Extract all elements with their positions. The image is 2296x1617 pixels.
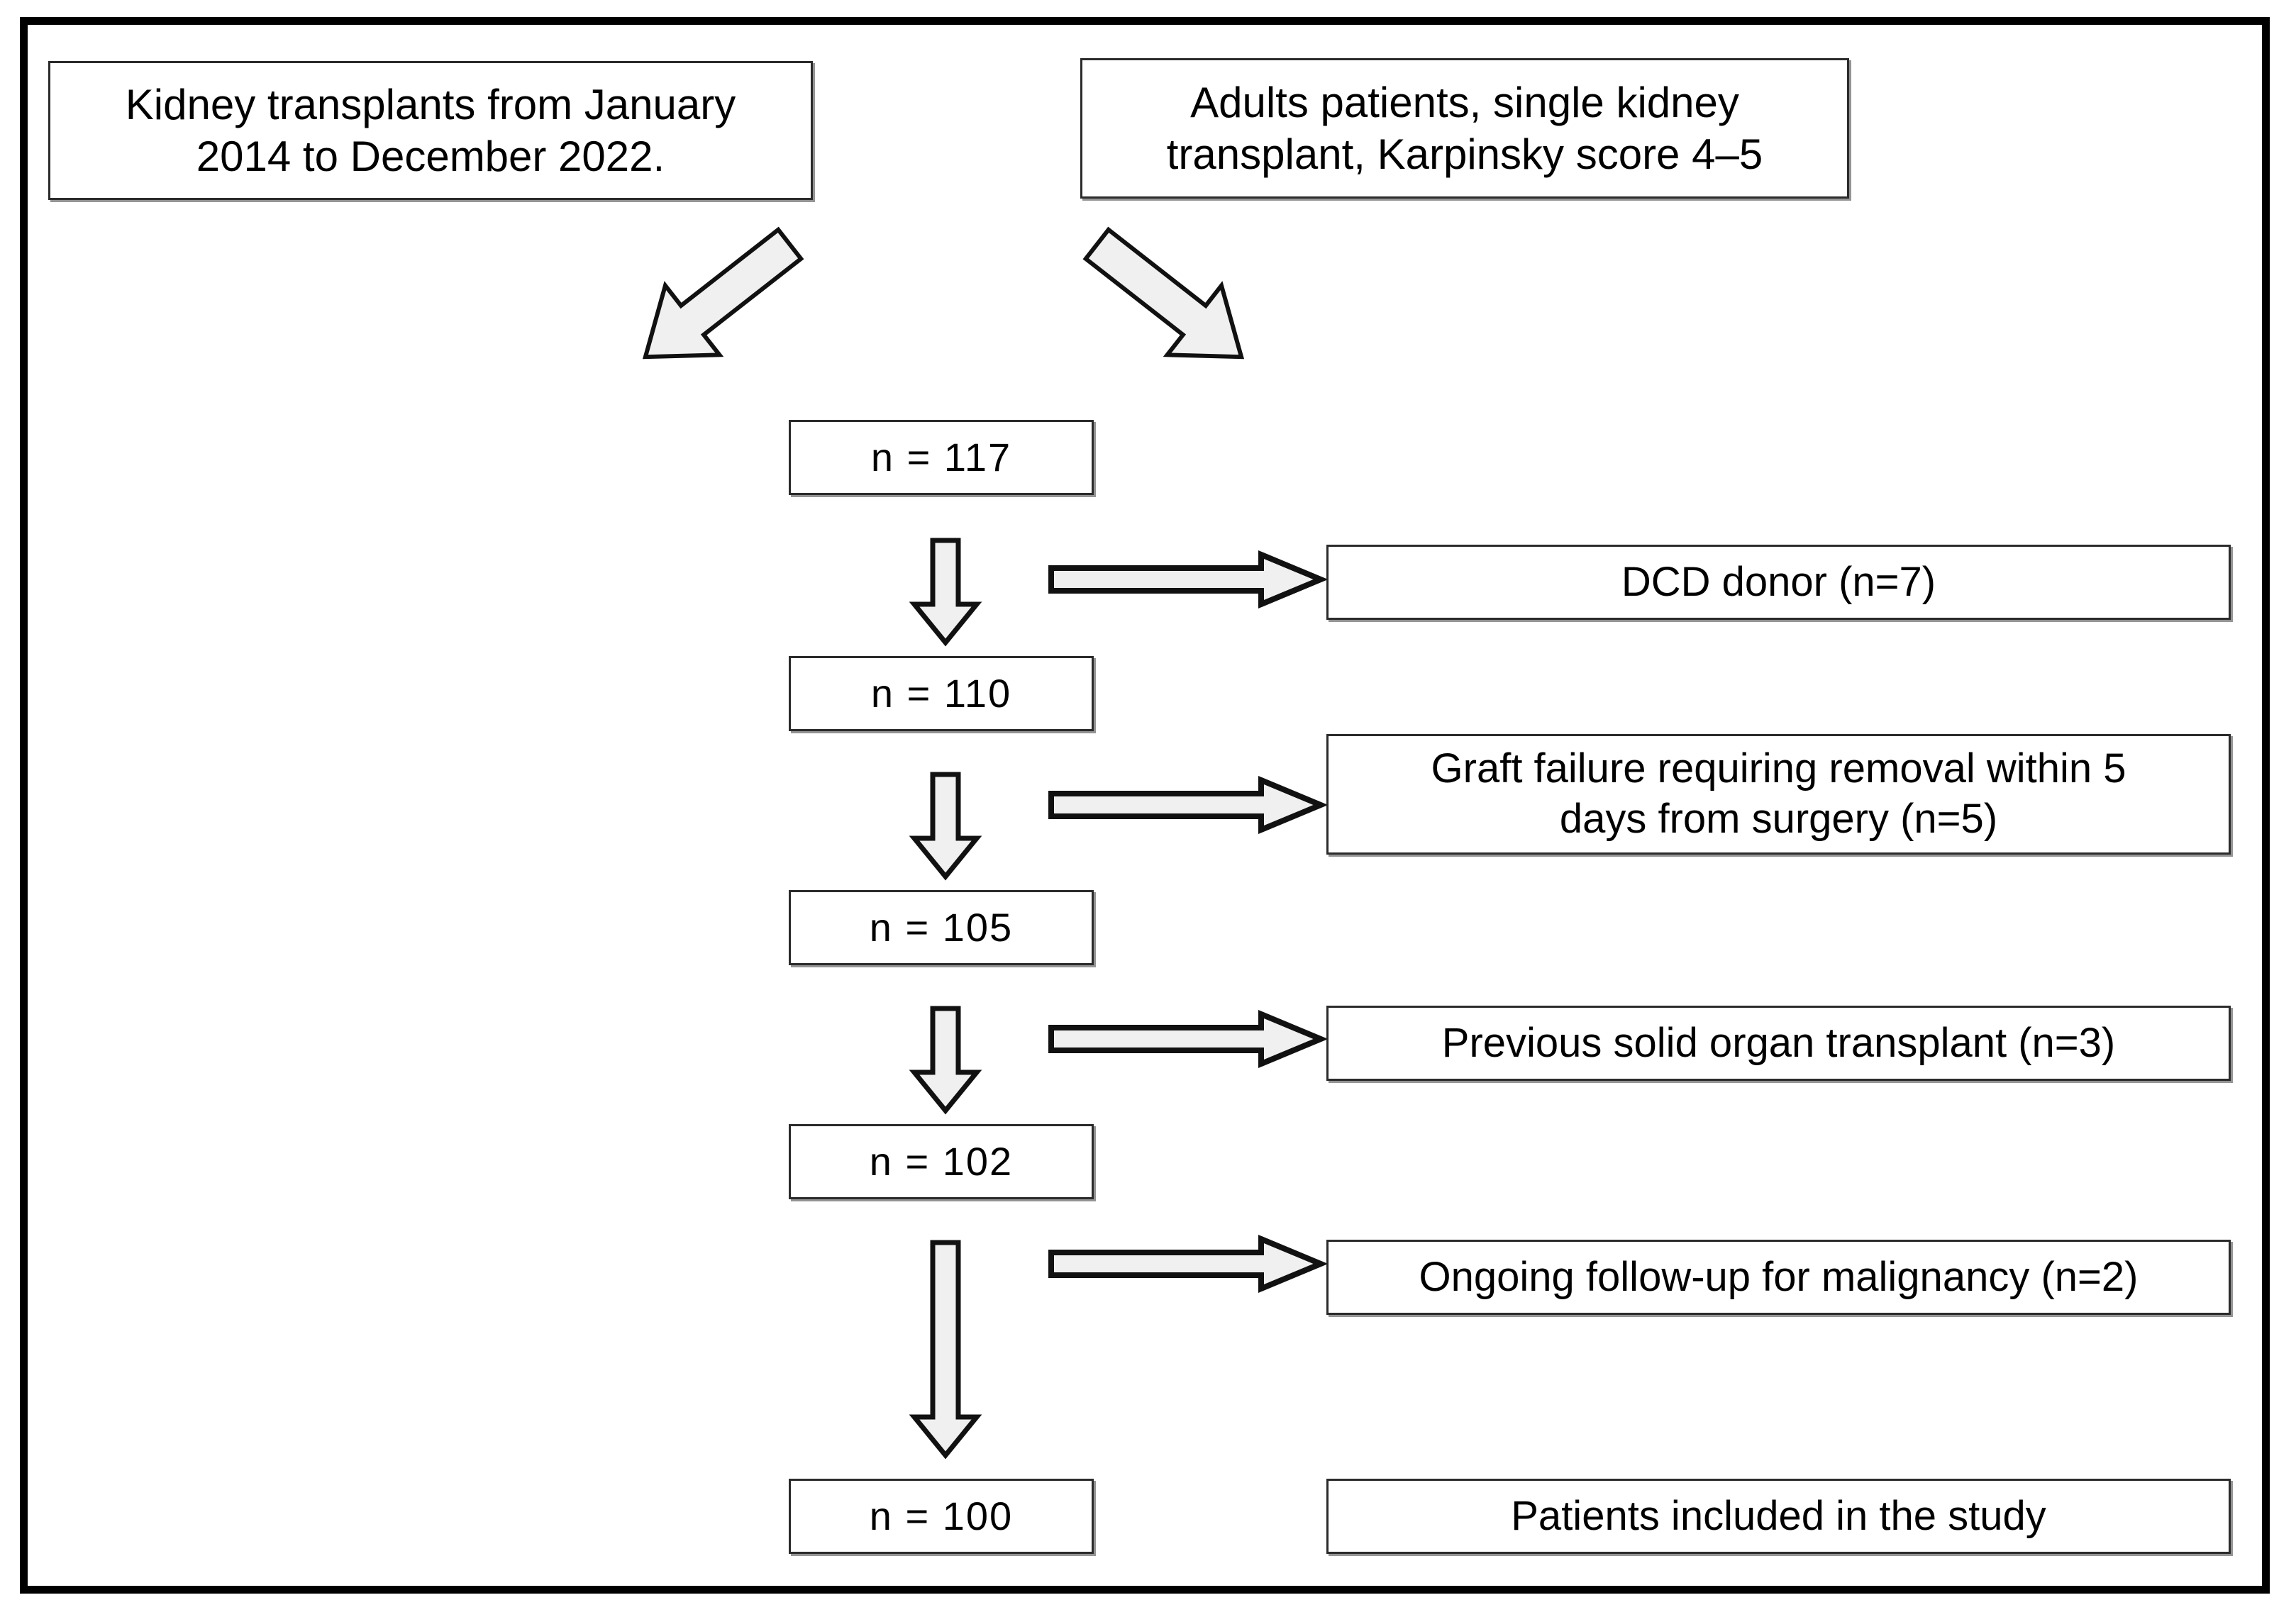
cohort-110-label: n = 110 [870, 670, 1012, 716]
source-criteria-line-1: Adults patients, single kidney [1190, 78, 1739, 126]
horizontal-arrow-right-2 [1048, 776, 1329, 834]
cohort-box-117: n = 117 [789, 420, 1094, 495]
horizontal-arrow-right-3 [1048, 1010, 1329, 1068]
exclusion-dcd-line-1: DCD donor (n=7) [1621, 558, 1936, 605]
cohort-box-102: n = 102 [789, 1124, 1094, 1199]
exclusion-box-dcd: DCD donor (n=7) [1326, 545, 2231, 620]
exclusion-box-graft-failure: Graft failure requiring removal within 5… [1326, 734, 2231, 855]
cohort-100-label: n = 100 [869, 1493, 1014, 1538]
exclusion-box-previous-transplant: Previous solid organ transplant (n=3) [1326, 1006, 2231, 1081]
cohort-box-100: n = 100 [789, 1479, 1094, 1554]
horizontal-arrow-right-1 [1048, 550, 1329, 609]
exclusion-graft-failure-line-1: Graft failure requiring removal within 5 [1431, 745, 2126, 792]
exclusion-previous-transplant-line-1: Previous solid organ transplant (n=3) [1441, 1019, 2116, 1066]
cohort-box-105: n = 105 [789, 890, 1094, 965]
cohort-105-label: n = 105 [869, 904, 1014, 950]
source-box-period: Kidney transplants from January 2014 to … [48, 61, 813, 200]
vertical-arrow-down-3 [909, 1006, 982, 1115]
source-period-line-1: Kidney transplants from January [125, 80, 736, 128]
outcome-included-label: Patients included in the study [1511, 1492, 2046, 1539]
diagram-outer-frame [20, 17, 2270, 1594]
horizontal-arrow-right-4 [1048, 1235, 1329, 1293]
source-period-line-2: 2014 to December 2022. [196, 133, 665, 180]
source-box-criteria: Adults patients, single kidney transplan… [1080, 58, 1849, 199]
exclusion-box-malignancy: Ongoing follow-up for malignancy (n=2) [1326, 1240, 2231, 1315]
cohort-117-label: n = 117 [870, 434, 1012, 479]
cohort-box-110: n = 110 [789, 656, 1094, 731]
cohort-102-label: n = 102 [869, 1138, 1014, 1184]
exclusion-graft-failure-line-2: days from surgery (n=5) [1559, 796, 1998, 842]
diagonal-arrow-down-right [624, 213, 809, 390]
vertical-arrow-down-2 [909, 772, 982, 881]
vertical-arrow-down-4 [909, 1240, 982, 1460]
exclusion-malignancy-line-1: Ongoing follow-up for malignancy (n=2) [1419, 1253, 2139, 1300]
source-criteria-line-2: transplant, Karpinsky score 4–5 [1166, 130, 1763, 178]
outcome-box-included: Patients included in the study [1326, 1479, 2231, 1554]
diagonal-arrow-down-left [1078, 213, 1263, 390]
vertical-arrow-down-1 [909, 538, 982, 647]
